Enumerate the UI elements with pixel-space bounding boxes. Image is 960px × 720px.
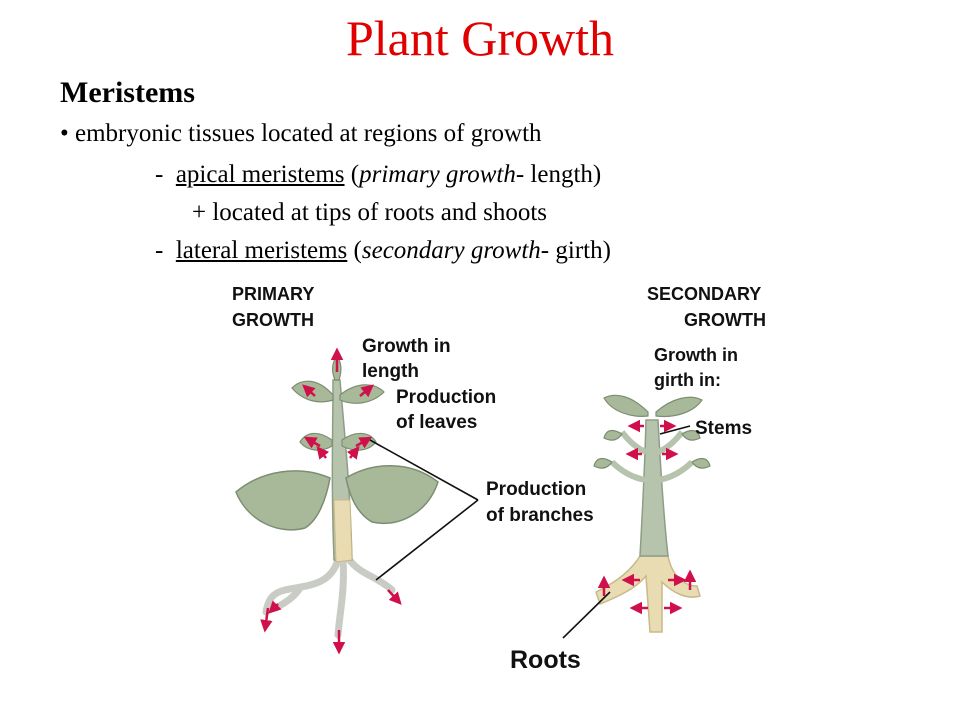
- primary-growth-label: PRIMARY GROWTH: [232, 284, 319, 330]
- lateral-meristems-term: lateral meristems: [175, 237, 348, 264]
- secondary-plant-illustration: [593, 394, 711, 633]
- girth-text: - girth): [540, 237, 611, 264]
- stems-pointer-line: [659, 425, 691, 435]
- primary-root-zone: [333, 499, 353, 563]
- secondary-roots: [595, 555, 701, 633]
- bullet-tips-of-roots: + located at tips of roots and shoots: [192, 199, 548, 226]
- primary-label-line2: GROWTH: [232, 310, 314, 330]
- production-branches-line2: of branches: [486, 505, 594, 526]
- roots-label: Roots: [510, 646, 581, 674]
- growth-length-line1: Growth in: [362, 336, 451, 357]
- primary-roots: [262, 554, 396, 639]
- growth-in-girth-label: Growth in girth in:: [654, 345, 743, 390]
- primary-left-leaf: [235, 470, 331, 531]
- primary-plant-illustration: [235, 347, 439, 655]
- secondary-stem: [639, 419, 669, 557]
- growth-length-line2: length: [362, 361, 419, 382]
- primary-right-leaf: [345, 465, 439, 524]
- bullet-lateral-meristems: - lateral meristems (secondary growth- g…: [155, 235, 611, 267]
- primary-growth-arrows: [260, 347, 402, 655]
- bullet-embryonic-tissues: • embryonic tissues located at regions o…: [60, 120, 542, 147]
- length-text: - length): [515, 161, 602, 188]
- secondary-growth-label: SECONDARY GROWTH: [647, 284, 766, 330]
- roots-pointer-line: [562, 591, 611, 639]
- growth-girth-line2: girth in:: [654, 370, 721, 390]
- secondary-girth-arrows: [597, 419, 697, 615]
- secondary-growth-text: secondary growth: [361, 237, 541, 264]
- dash: -: [155, 161, 164, 188]
- growth-in-length-label: Growth in length: [362, 336, 456, 382]
- growth-girth-line1: Growth in: [654, 345, 738, 365]
- dash: -: [155, 237, 164, 264]
- branches-pointer-lines: [369, 439, 479, 581]
- paren-open: (: [353, 237, 362, 264]
- production-branches-line1: Production: [486, 479, 586, 500]
- primary-growth-text: primary growth: [359, 161, 516, 188]
- meristems-heading: Meristems: [60, 76, 195, 109]
- paren-open: (: [350, 161, 360, 188]
- page-title: Plant Growth: [345, 10, 615, 66]
- primary-label-line1: PRIMARY: [232, 284, 314, 304]
- secondary-label-line1: SECONDARY: [647, 284, 761, 304]
- secondary-label-line2: GROWTH: [684, 310, 766, 330]
- stems-label: Stems: [695, 418, 752, 439]
- bullet-apical-meristems: - apical meristems (primary growth- leng…: [155, 159, 601, 191]
- plant-growth-diagram: PRIMARY GROWTH Growth in length Producti…: [232, 284, 766, 674]
- production-leaves-line2: of leaves: [396, 412, 477, 433]
- production-of-branches-label: Production of branches: [486, 479, 594, 526]
- apical-meristems-term: apical meristems: [175, 161, 345, 188]
- production-of-leaves-label: Production of leaves: [396, 387, 502, 433]
- production-leaves-line1: Production: [396, 387, 496, 408]
